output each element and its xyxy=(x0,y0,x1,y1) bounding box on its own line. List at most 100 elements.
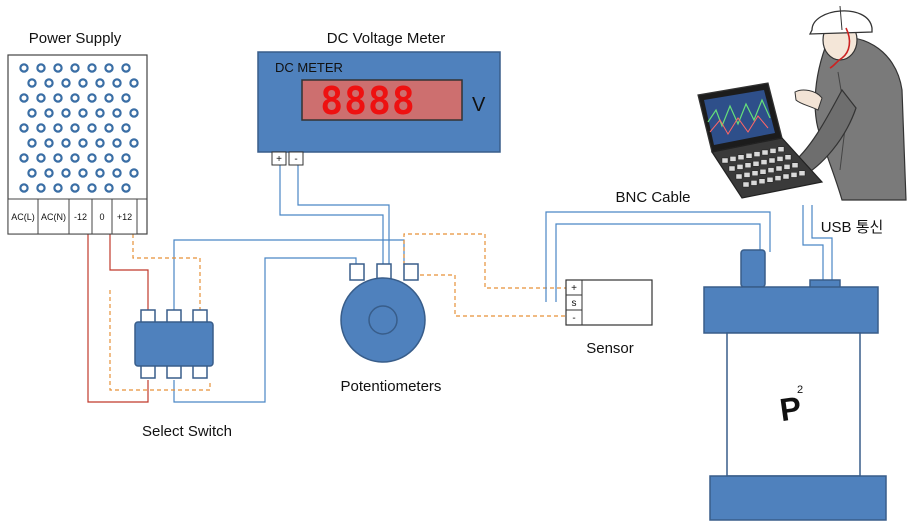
vent-hole xyxy=(112,78,122,88)
power-terminal-label: AC(N) xyxy=(41,212,66,222)
key xyxy=(769,148,777,154)
wire-red-minus12 xyxy=(87,234,149,403)
vent-hole xyxy=(70,93,80,103)
vent-hole xyxy=(53,153,63,163)
usb-label: USB 통신 xyxy=(821,219,884,236)
vent-hole xyxy=(78,108,88,118)
power-supply-label: Power Supply xyxy=(29,30,122,47)
operator-hand xyxy=(794,89,823,111)
pressure-device: P 2 xyxy=(703,249,887,521)
key xyxy=(798,170,806,177)
wire-bnc-outer xyxy=(545,211,771,302)
vent-hole xyxy=(61,138,71,148)
vent-hole xyxy=(129,138,139,148)
switch-body xyxy=(134,321,214,367)
wire-orange-2 xyxy=(109,290,211,391)
vent-hole xyxy=(19,93,29,103)
key xyxy=(721,157,729,164)
vent-hole xyxy=(27,168,37,178)
vent-hole xyxy=(19,123,29,133)
vent-hole xyxy=(129,108,139,118)
vent-hole xyxy=(87,123,97,133)
key xyxy=(751,170,759,177)
power-terminal-label: +12 xyxy=(117,212,132,222)
key xyxy=(750,180,758,186)
key xyxy=(743,172,751,178)
key xyxy=(758,178,766,185)
potentiometer: Potentiometers xyxy=(340,263,442,395)
vent-hole xyxy=(95,108,105,118)
wire-usb-1 xyxy=(802,205,824,280)
device-superscript: 2 xyxy=(797,384,803,396)
key xyxy=(775,165,783,172)
sensor-label: Sensor xyxy=(586,340,634,357)
vent-hole xyxy=(78,78,88,88)
vent-hole xyxy=(53,123,63,133)
device-top-cap xyxy=(703,286,879,334)
vent-hole xyxy=(121,183,131,193)
vent-hole xyxy=(36,63,46,73)
device-base xyxy=(709,475,887,521)
operator-illustration xyxy=(697,5,907,201)
power-terminal-label: 0 xyxy=(99,212,104,222)
key xyxy=(759,168,767,175)
wire-orange-1 xyxy=(132,234,201,310)
ventilation-holes xyxy=(19,63,139,193)
select-switch: Select Switch xyxy=(134,309,232,440)
potentiometer-knob xyxy=(368,305,398,335)
vent-hole xyxy=(112,138,122,148)
power-terminal-label: -12 xyxy=(74,212,87,222)
device-bnc-port xyxy=(740,249,766,288)
key xyxy=(783,164,791,170)
vent-hole xyxy=(44,168,54,178)
vent-hole xyxy=(44,108,54,118)
headset-icon xyxy=(829,27,851,69)
keyboard-keys xyxy=(721,146,806,188)
key xyxy=(736,164,744,170)
vent-hole xyxy=(70,63,80,73)
vent-hole xyxy=(121,153,131,163)
key xyxy=(777,146,785,153)
wires xyxy=(87,165,833,403)
key xyxy=(742,181,750,188)
vent-hole xyxy=(87,93,97,103)
vent-hole xyxy=(70,123,80,133)
meter-unit: V xyxy=(472,94,486,116)
potentiometer-body xyxy=(340,277,426,363)
meter-terminal-minus xyxy=(288,151,304,166)
wire-meter-minus xyxy=(297,165,390,265)
key xyxy=(784,154,792,161)
vent-hole xyxy=(78,168,88,178)
potentiometers-label: Potentiometers xyxy=(341,378,442,395)
vent-hole xyxy=(112,168,122,178)
vent-hole xyxy=(27,108,37,118)
wire-meter-plus xyxy=(279,165,384,265)
sensor-pin-plus: + xyxy=(571,283,577,294)
vent-hole xyxy=(104,93,114,103)
key xyxy=(729,156,737,162)
key xyxy=(790,172,798,178)
bnc-cable-label: BNC Cable xyxy=(615,189,690,206)
vent-hole xyxy=(104,63,114,73)
wire-red-zero xyxy=(109,234,149,310)
vent-hole xyxy=(53,63,63,73)
key xyxy=(760,159,768,165)
key xyxy=(776,156,784,162)
wire-switch-pot-2 xyxy=(173,257,357,403)
vent-hole xyxy=(104,183,114,193)
vent-hole xyxy=(78,138,88,148)
key xyxy=(735,173,743,180)
device-label: P xyxy=(777,390,803,429)
key xyxy=(728,165,736,172)
vent-hole xyxy=(27,138,37,148)
vent-hole xyxy=(61,168,71,178)
vent-hole xyxy=(129,168,139,178)
vent-hole xyxy=(104,153,114,163)
vent-hole xyxy=(36,123,46,133)
vent-hole xyxy=(129,78,139,88)
vent-hole xyxy=(53,183,63,193)
vent-hole xyxy=(95,168,105,178)
vent-hole xyxy=(121,93,131,103)
